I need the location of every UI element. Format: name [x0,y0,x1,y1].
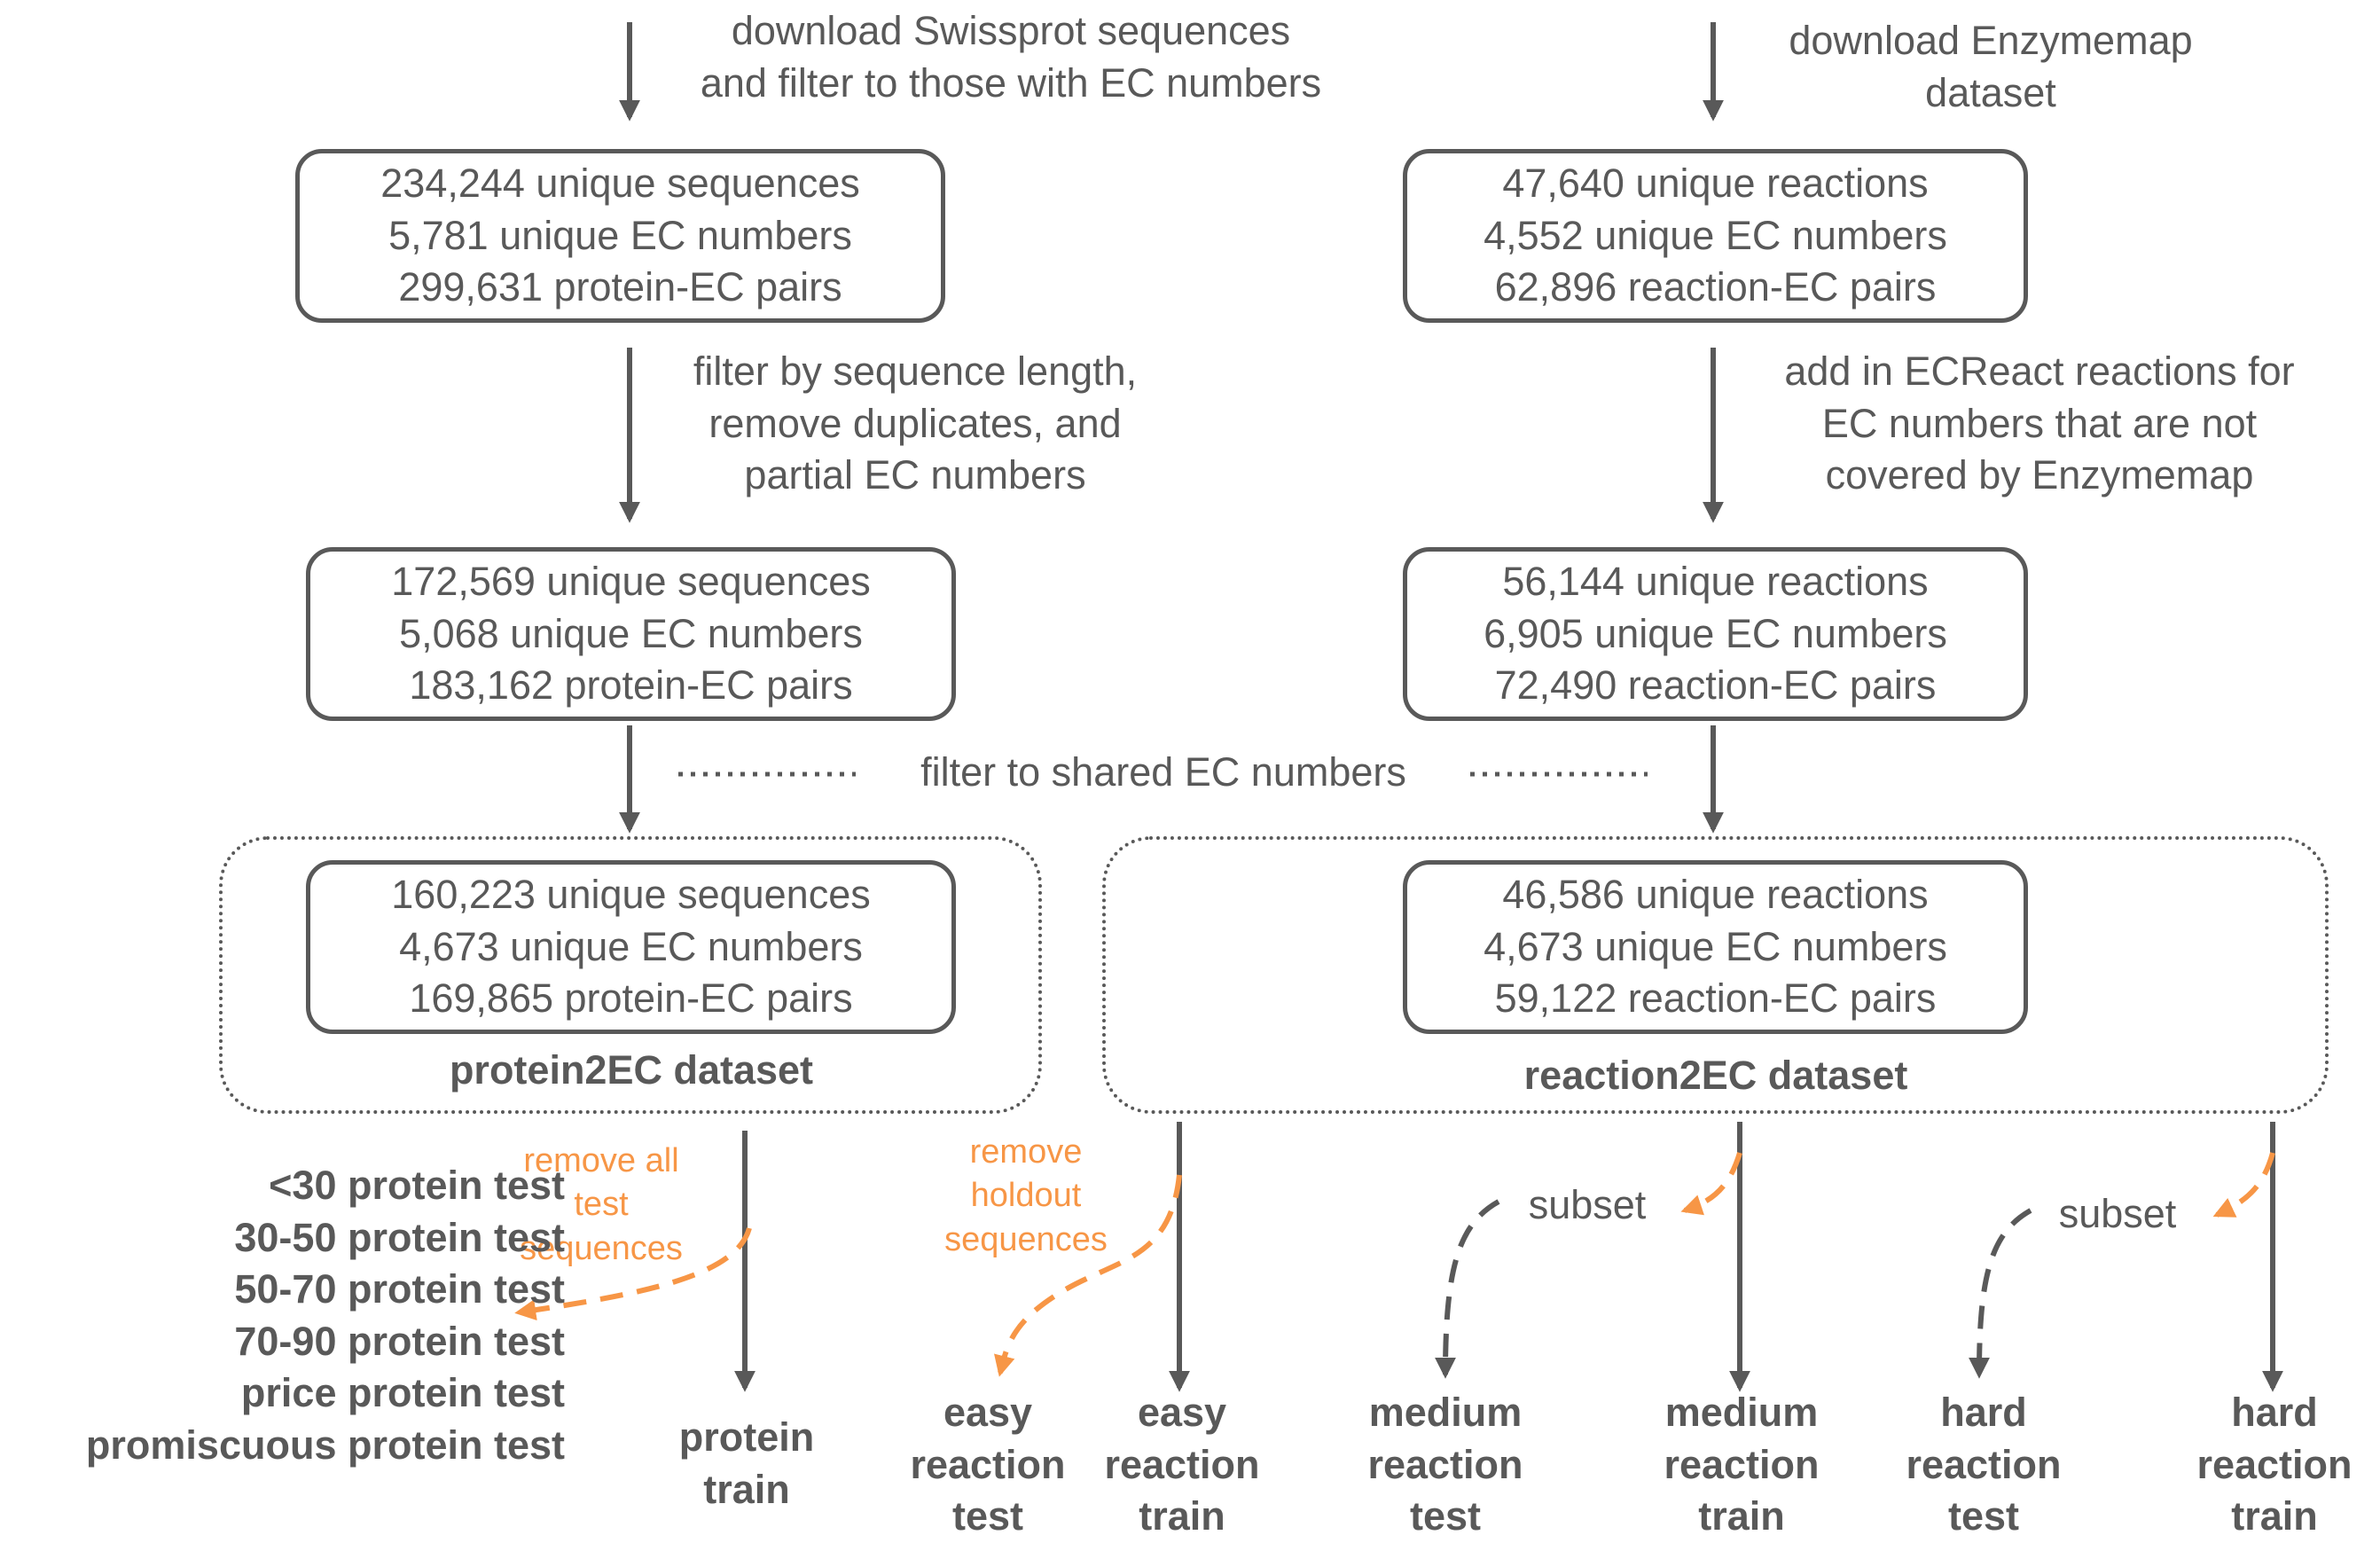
dashed-arrow-to-medium-subset [1680,1152,1742,1216]
note-subset-hard: subset [2058,1191,2177,1236]
note-remove-all-test: remove all test sequences [520,1142,683,1267]
dashed-arrow-to-easy-test [994,1174,1182,1377]
medium-reaction-test-label: medium reaction test [1367,1390,1523,1539]
step-enzymemap-download: download Enzymemap dataset [1789,18,2193,115]
protein-test-sets: <30 protein test 30-50 protein test 50-7… [85,1163,565,1468]
easy-reaction-test-label: easy reaction test [910,1390,1066,1539]
step-protein-filter: filter by sequence length, remove duplic… [693,349,1138,497]
hard-reaction-train-label: hard reaction train [2196,1390,2353,1539]
dashed-arrow-to-protein-tests [514,1227,752,1321]
easy-reaction-train-label: easy reaction train [1104,1390,1260,1539]
dashed-arrow-to-medium-test [1435,1199,1500,1379]
protein2ec-dataset-label: protein2EC dataset [449,1047,814,1093]
hard-reaction-test-label: hard reaction test [1906,1390,2062,1539]
step-swissprot-download: download Swissprot sequences and filter … [700,8,1322,106]
dashed-arrow-to-hard-test [1969,1208,2032,1379]
dashed-arrow-to-hard-subset [2212,1152,2275,1218]
note-subset-medium: subset [1528,1182,1647,1227]
protein2ec-dataset-group [219,836,1042,1114]
protein-train-label: protein train [678,1414,815,1512]
step-shared-filter: filter to shared EC numbers [920,749,1406,795]
medium-reaction-train-label: medium reaction train [1664,1390,1820,1539]
reaction2ec-dataset-group [1102,836,2329,1114]
note-remove-holdout: remove holdout sequences [944,1133,1108,1258]
step-reaction-add: add in ECReact reactions for EC numbers … [1784,349,2295,497]
reaction2ec-dataset-label: reaction2EC dataset [1523,1053,1908,1098]
